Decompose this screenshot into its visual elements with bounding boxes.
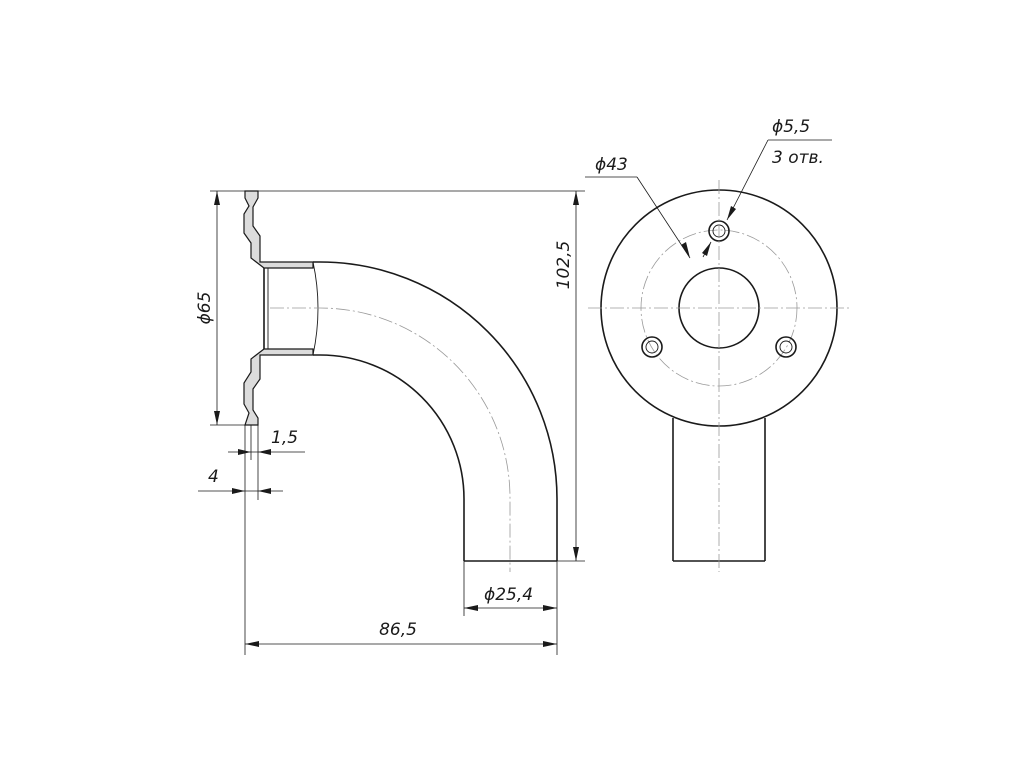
label-flange-diameter: ϕ65 [195, 292, 215, 325]
arrow [543, 641, 557, 647]
flange-section-upper [243, 190, 314, 269]
arrow [573, 547, 579, 561]
arrow [573, 191, 579, 205]
label-wall-thickness: 1,5 [271, 428, 298, 448]
arrow [681, 242, 690, 258]
arrow [727, 206, 736, 220]
arrow [258, 488, 271, 494]
arrow [232, 488, 245, 494]
label-hole-diameter: ϕ5,5 [772, 117, 810, 137]
bolt-hole-left [641, 336, 663, 358]
arrow [464, 605, 478, 611]
leader-hole-slant [726, 139, 769, 221]
arrow [214, 191, 220, 205]
label-tube-diameter: ϕ25,4 [484, 585, 533, 605]
label-hole-count: 3 отв. [772, 148, 824, 168]
arrow [245, 641, 259, 647]
label-bolt-circle-diameter: ϕ43 [595, 155, 628, 175]
arrow [543, 605, 557, 611]
flange-section-lower [243, 348, 314, 426]
arrow [238, 449, 251, 455]
tube-centerline [270, 307, 511, 572]
front-view: ϕ43 ϕ5,5 3 отв. [585, 117, 850, 572]
side-view: ϕ65 102,5 1,5 4 ϕ25,4 86,5 [195, 190, 585, 655]
label-height: 102,5 [554, 241, 574, 290]
tube-inner-seam [312, 261, 319, 356]
tube-inner-wall [313, 354, 465, 561]
arrow [258, 449, 271, 455]
label-overall-length: 86,5 [379, 620, 417, 640]
leader-bolt-circle-slant [636, 176, 691, 259]
arrow [702, 242, 711, 256]
label-flange-thickness: 4 [208, 467, 219, 487]
tube-outer-wall [313, 261, 558, 561]
arrow [214, 411, 220, 425]
bolt-hole-right [775, 336, 797, 358]
